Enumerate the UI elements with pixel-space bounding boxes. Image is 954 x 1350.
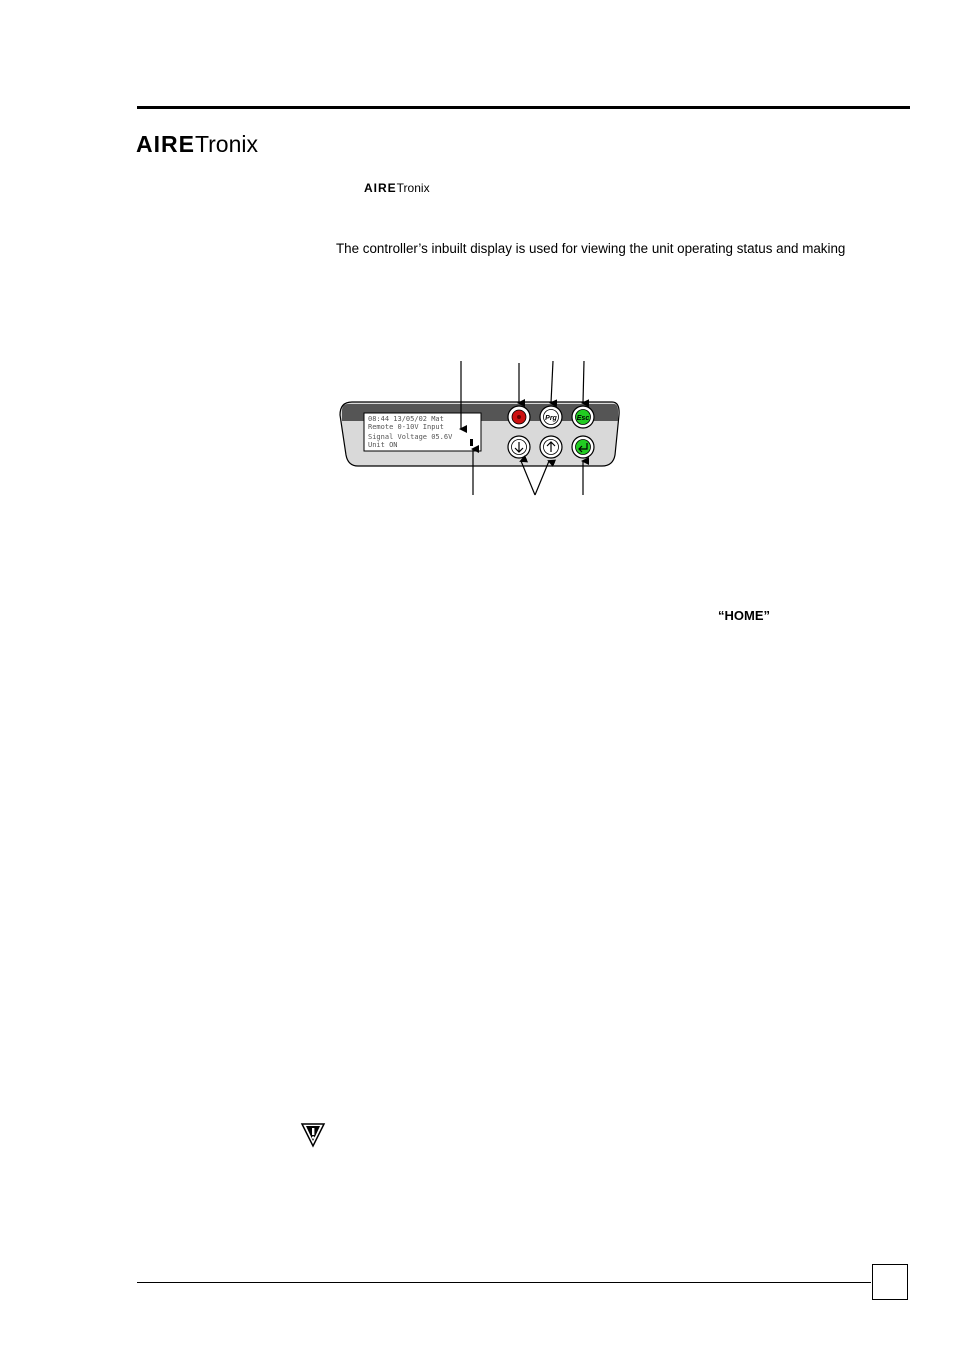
up-callout-arrow xyxy=(534,459,557,496)
arrow-up-icon xyxy=(546,441,556,452)
brand-logo-bold: AIRE xyxy=(136,131,195,157)
footer-rule xyxy=(137,1282,871,1283)
intro-paragraph: The controller’s inbuilt display is used… xyxy=(336,241,846,256)
prg-callout-arrow xyxy=(549,360,558,408)
down-callout-arrow xyxy=(519,455,536,496)
brand-logo: AIRETronix xyxy=(136,133,258,156)
inline-brand-logo-bold: AIRE xyxy=(364,181,397,195)
warning-icon xyxy=(300,1123,326,1148)
enter-icon xyxy=(578,443,588,453)
esc-button-label: Esc xyxy=(577,415,590,422)
lcd-line-3: Signal Voltage 05.6V xyxy=(368,433,453,441)
arrow-down-icon xyxy=(514,442,524,453)
lcd-line-1: 08:44 13/05/02 Mat xyxy=(368,415,444,423)
prg-button-label: Prg xyxy=(545,415,557,422)
esc-button xyxy=(575,409,591,425)
enter-button xyxy=(575,439,591,455)
lcd-line-2: Remote 0-10V Input xyxy=(368,423,444,431)
inline-brand-logo: AIRETronix xyxy=(364,182,430,194)
alarm-bell-icon xyxy=(517,415,521,419)
lcd-line-4: Unit ON xyxy=(368,441,398,449)
home-label: “HOME” xyxy=(718,608,770,623)
brand-logo-regular: Tronix xyxy=(194,131,259,157)
page-number-box xyxy=(872,1264,908,1300)
prg-button xyxy=(543,409,559,425)
lcd-cursor xyxy=(470,439,473,446)
inline-brand-logo-regular: Tronix xyxy=(396,181,430,195)
top-rule xyxy=(137,106,910,109)
esc-callout-arrow xyxy=(581,360,590,408)
controller-diagram: 08:44 13/05/02 Mat Remote 0-10V Input Si… xyxy=(339,360,620,496)
